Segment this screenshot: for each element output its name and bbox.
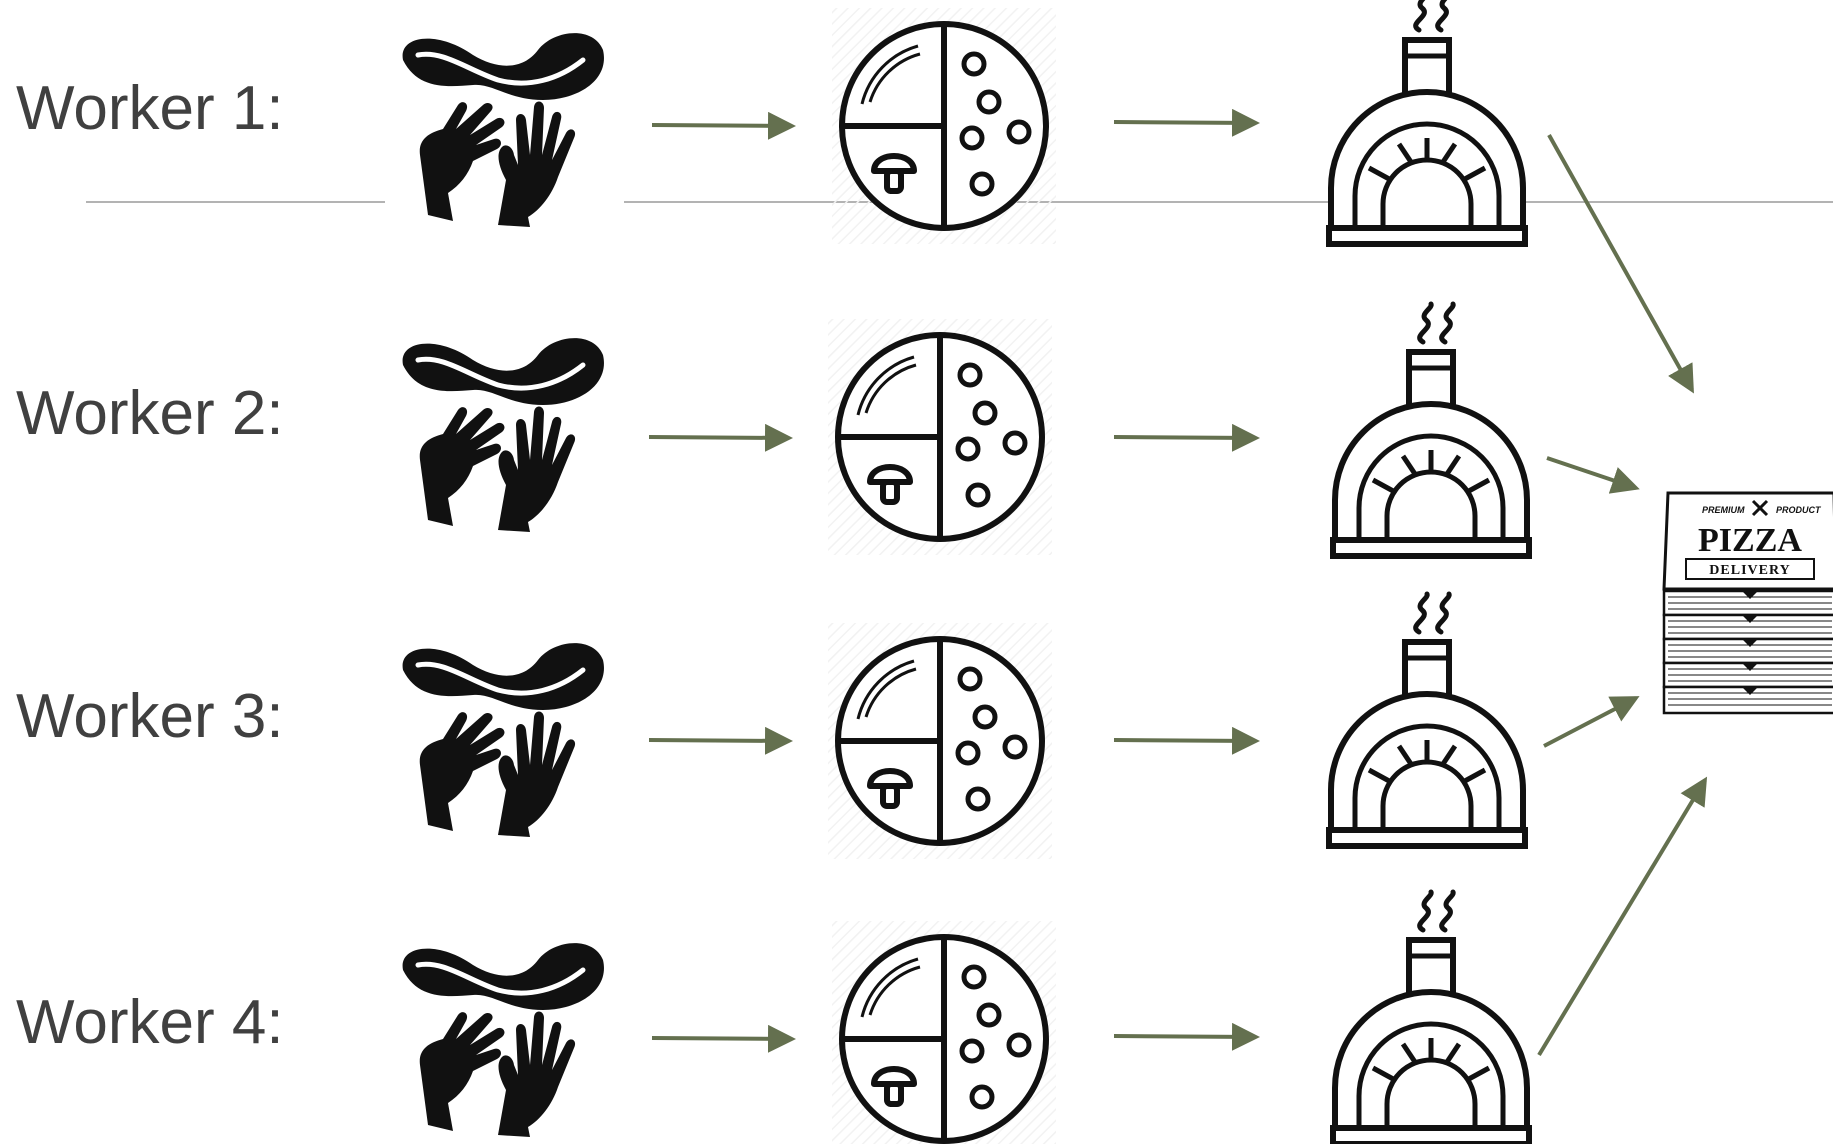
pizza-oven-icon xyxy=(1329,594,1525,846)
pizza-toppings-icon xyxy=(832,8,1056,244)
pizza-oven-icon xyxy=(1333,304,1529,556)
flow-arrow xyxy=(1114,437,1256,438)
dough-tossing-icon xyxy=(403,33,604,227)
converge-arrow-1 xyxy=(1549,135,1692,390)
flow-arrow xyxy=(1114,1036,1256,1037)
pizza-delivery-box-icon: PREMIUM PRODUCT PIZZA DELIVERY xyxy=(1664,493,1833,713)
box-premium-text: PREMIUM xyxy=(1702,505,1745,515)
converge-arrow-3 xyxy=(1544,698,1636,746)
box-product-text: PRODUCT xyxy=(1776,505,1822,515)
flow-arrow xyxy=(652,125,792,126)
converge-arrow-4 xyxy=(1539,780,1705,1055)
pizza-toppings-icon xyxy=(828,319,1052,555)
flow-arrow xyxy=(1114,740,1256,741)
dough-tossing-icon xyxy=(403,338,604,532)
pizza-toppings-icon xyxy=(832,921,1056,1144)
flow-arrow xyxy=(649,437,789,438)
flow-arrow xyxy=(1114,122,1256,123)
pizza-toppings-icon xyxy=(828,623,1052,859)
box-delivery-text: DELIVERY xyxy=(1709,563,1790,578)
box-pizza-text: PIZZA xyxy=(1698,522,1802,559)
pizza-oven-icon xyxy=(1333,892,1529,1144)
flow-arrow xyxy=(652,1038,792,1039)
converge-arrow-2 xyxy=(1547,458,1636,488)
pizza-oven-icon xyxy=(1329,0,1525,244)
dough-tossing-icon xyxy=(403,643,604,837)
flow-arrow xyxy=(649,740,789,741)
dough-tossing-icon xyxy=(403,943,604,1137)
